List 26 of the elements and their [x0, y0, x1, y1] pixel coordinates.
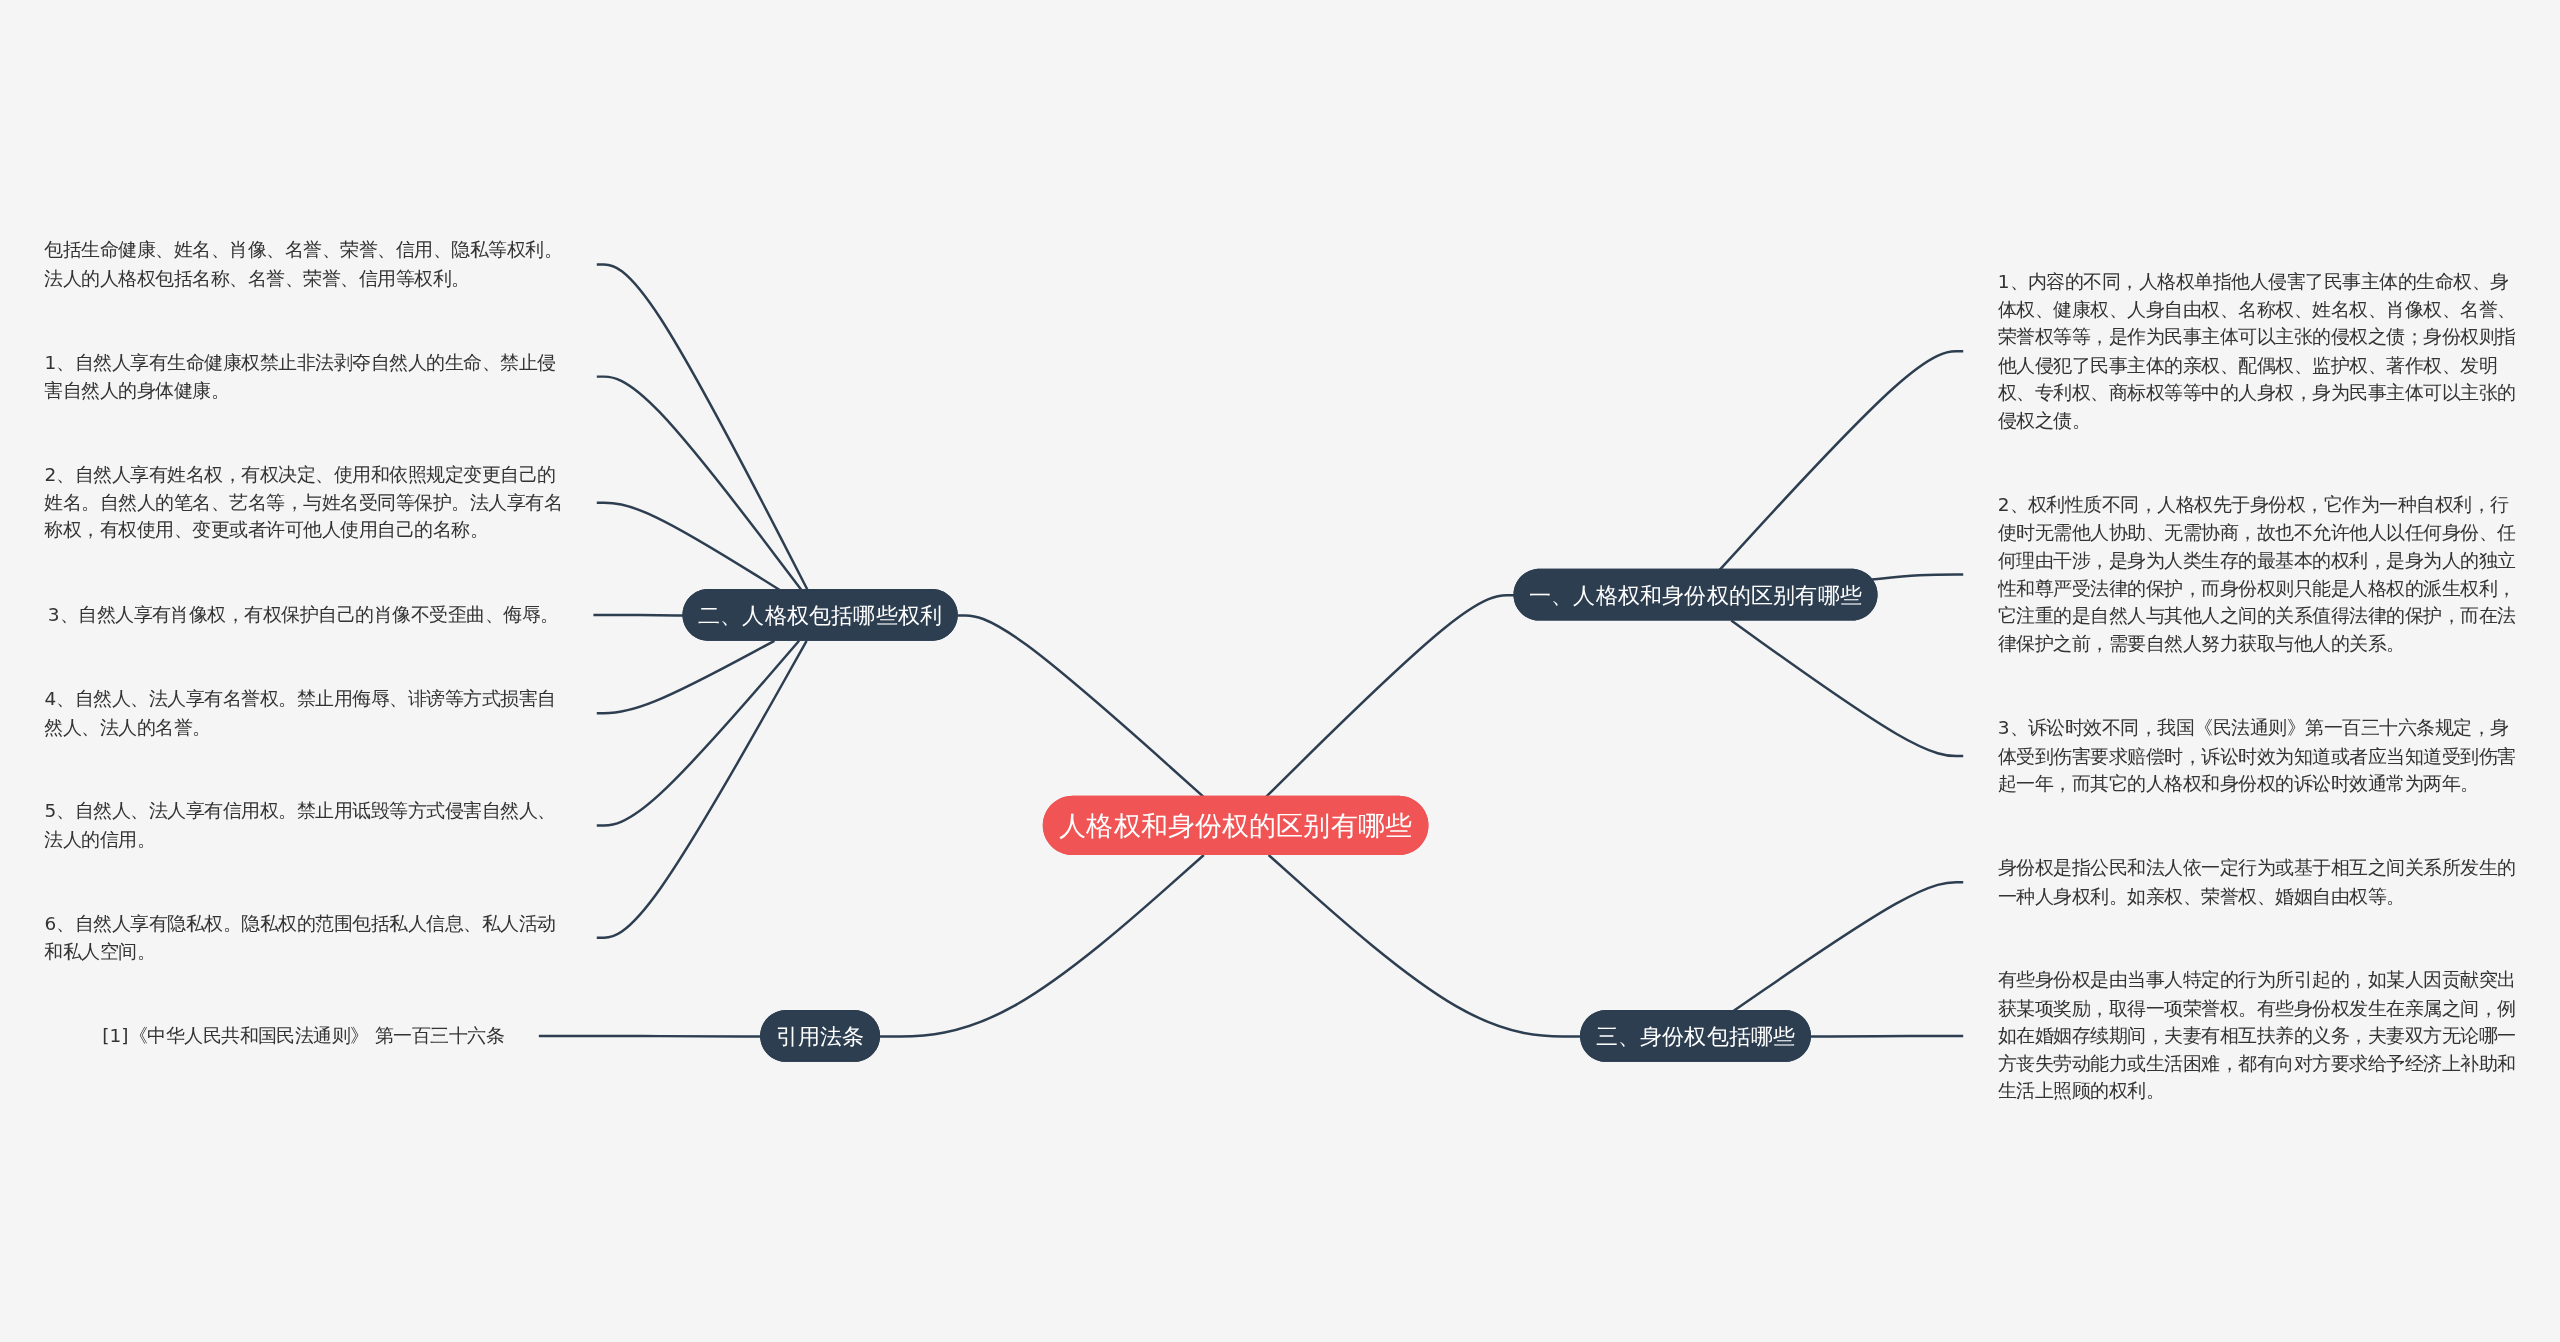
connector	[1810, 1034, 1964, 1038]
node-text: 6、自然人享有隐私权。隐私权的范围包括私人信息、私人活动和私人空间。	[44, 912, 556, 963]
connector	[880, 854, 1205, 1038]
connector	[1730, 619, 1964, 758]
node-text: 3、自然人享有肖像权，有权保护自己的肖像不受歪曲、侮辱。	[47, 603, 559, 626]
connector	[1871, 573, 1964, 581]
connector	[596, 263, 809, 591]
node-text: 5、自然人、法人享有信用权。禁止用诋毁等方式侵害自然人、法人的信用。	[44, 800, 556, 851]
node-text: 4、自然人、法人享有名誉权。禁止用侮辱、诽谤等方式损害自然人、法人的名誉。	[44, 687, 556, 738]
connector	[1264, 594, 1515, 798]
connector	[596, 639, 775, 715]
node-text: 3、诉讼时效不同，我国《民法通则》第一百三十六条规定，身体受到伤害要求赔偿时，诉讼时效为知道或者应当知道受到伤害起一年，而其它的人格权和身份权的诉讼时效通常为两年。	[1997, 716, 2516, 795]
connector	[957, 614, 1205, 798]
connector	[596, 640, 801, 827]
node-text: 身份权是指公民和法人依一定行为或基于相互之间关系所发生的一种人身权利。如亲权、荣誉权、婚姻自由权等。	[1997, 856, 2516, 907]
node-text: 有些身份权是由当事人特定的行为所引起的，如某人因贡献突出获某项奖励，取得一项荣誉权。有些身份权发生在亲属之间，例如在婚姻存续期间，夫妻有相互扶养的义务，夫妻双方无论哪一方丧失劳动能力或生活困难，都有向对方要求给予经济上补助和生活上照顾的权利。	[1997, 969, 2516, 1103]
connector	[593, 613, 684, 617]
node-text: 2、权利性质不同，人格权先于身份权，它作为一种自权利，行使时无需他人协助、无需协商，故也不允许他人以任何身份、任何理由干涉，是身为人类生存的最基本的权利，是身为人的独立性和尊严受法律的保护，而身份权则只能是人格权的派生权利，它注重的是自然人与其他人之间的关系值得法律的保护，而在法律保护之前，需要自然人努力获取与他人的关系。	[1997, 493, 2516, 655]
node-text: 2、自然人享有姓名权，有权决定、使用和依照规定变更自己的姓名。自然人的笔名、艺名等，与姓名受同等保护。法人享有名称权，有权使用、变更或者许可他人使用自己的名称。	[44, 463, 563, 542]
connector	[596, 375, 803, 591]
node-text: 1、自然人享有生命健康权禁止非法剥夺自然人的生命、禁止侵害自然人的身体健康。	[44, 351, 556, 402]
node-text: 包括生命健康、姓名、肖像、名誉、荣誉、信用、隐私等权利。法人的人格权包括名称、名誉、荣誉、信用等权利。	[44, 239, 563, 290]
node-text: 1、内容的不同，人格权单指他人侵害了民事主体的生命权、身体权、健康权、人身自由权、名称权、姓名权、肖像权、名誉、荣誉权等等，是作为民事主体可以主张的侵权之债；身份权则指他人侵犯了民事主体的亲权、配偶权、监护权、著作权、发明权、专利权、商标权等等中的人身权，身为民事主体可以主张的侵权之债。	[1997, 270, 2516, 432]
connector	[1718, 350, 1964, 571]
node-text: [1]《中华人民共和国民法通则》 第一百三十六条	[102, 1024, 505, 1047]
connector	[596, 640, 808, 939]
